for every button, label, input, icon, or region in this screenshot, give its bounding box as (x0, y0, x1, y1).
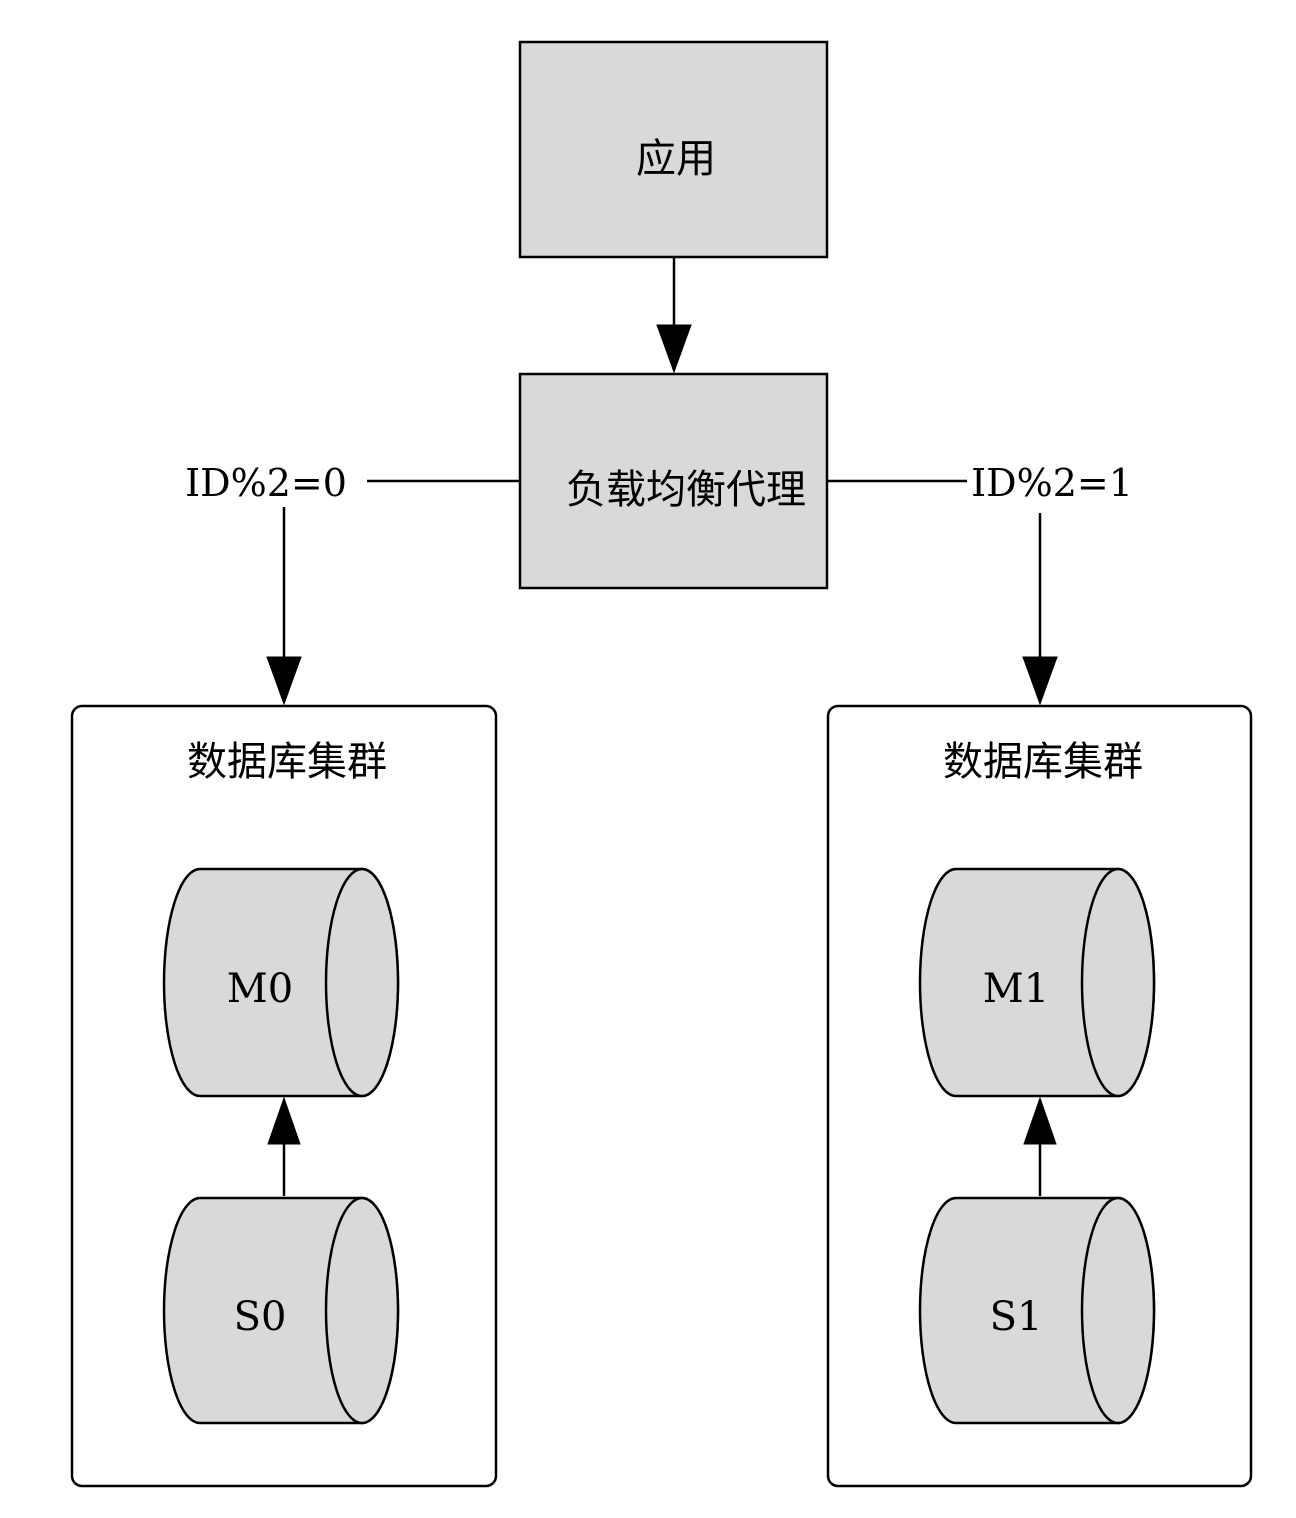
edge-right-label: ID%2=1 (971, 461, 1133, 505)
edge-left-route: ID%2=0 (185, 461, 520, 706)
database-s1: S1 (918, 1196, 1156, 1425)
arrow-app-to-proxy-head (656, 324, 692, 374)
database-s0-label: S0 (234, 1294, 287, 1340)
database-s0: S0 (162, 1196, 400, 1425)
cluster-right-title: 数据库集群 (943, 739, 1143, 785)
edge-left-arrowhead (266, 656, 302, 706)
cluster-left: 数据库集群 M0 S0 (70, 704, 498, 1488)
edge-right-arrowhead (1022, 656, 1058, 706)
arrow-s0-to-m0-head (267, 1096, 301, 1145)
cluster-right: 数据库集群 M1 S1 (826, 704, 1253, 1488)
proxy-label: 负载均衡代理 (566, 467, 806, 513)
edge-right-route: ID%2=1 (827, 461, 1133, 706)
app-node: 应用 (518, 40, 829, 259)
database-m0-label: M0 (227, 966, 293, 1012)
arrow-s0-to-m0 (267, 1096, 301, 1196)
database-m1-label: M1 (983, 966, 1049, 1012)
database-s0-cap (324, 1196, 400, 1425)
proxy-node: 负载均衡代理 (518, 372, 829, 590)
arrow-s1-to-m1 (1023, 1096, 1057, 1196)
app-box (518, 40, 829, 259)
database-m1-cap (1080, 867, 1156, 1098)
database-s1-label: S1 (990, 1294, 1043, 1340)
database-s1-cap (1080, 1196, 1156, 1425)
proxy-box (518, 372, 829, 590)
edge-left-label: ID%2=0 (185, 461, 347, 505)
arrow-s1-to-m1-head (1023, 1096, 1057, 1145)
cluster-left-title: 数据库集群 (187, 739, 387, 785)
database-m0: M0 (162, 867, 400, 1098)
arrow-app-to-proxy (656, 257, 692, 374)
database-m1: M1 (918, 867, 1156, 1098)
database-m0-cap (324, 867, 400, 1098)
app-label: 应用 (636, 136, 716, 182)
